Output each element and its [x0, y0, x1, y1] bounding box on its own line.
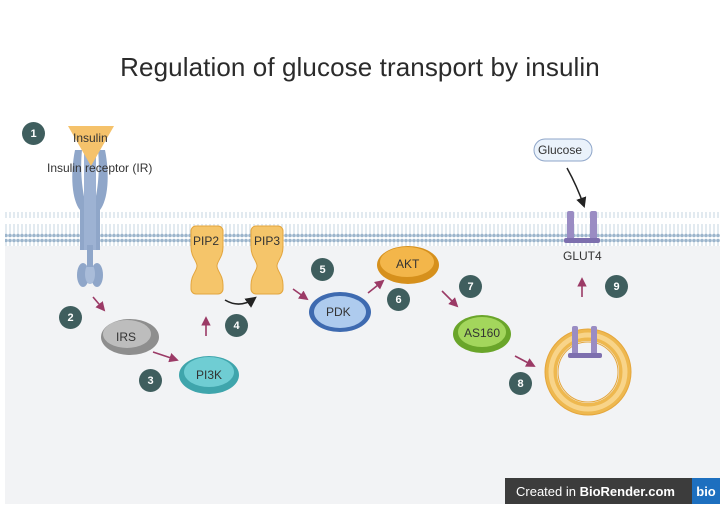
- glut4-label: GLUT4: [563, 249, 602, 263]
- arrow-as160-to-vesicle: [514, 355, 536, 367]
- insulin-receptor: [72, 150, 108, 287]
- credit-prefix: Created in: [516, 483, 580, 499]
- akt-protein: [377, 246, 439, 284]
- arrow-receptor-to-irs: [92, 296, 106, 312]
- arrow-pip2-to-pip3: [224, 296, 257, 308]
- irs-label: IRS: [116, 330, 137, 344]
- akt-label: AKT: [396, 257, 420, 271]
- arrow-glucose-entry: [566, 167, 587, 208]
- glut4-transporter: [564, 211, 600, 243]
- pip3-label: PIP3: [254, 234, 281, 248]
- as160-protein: [453, 315, 511, 353]
- as160-label: AS160: [464, 326, 501, 340]
- arrow-irs-to-pi3k: [152, 351, 179, 363]
- step-badge-9: 9: [605, 275, 628, 298]
- step-badge-6: 6: [387, 288, 410, 311]
- pip3-lipid: [250, 225, 284, 295]
- pip2-label: PIP2: [193, 234, 220, 248]
- glucose-molecule: [533, 138, 593, 162]
- insulin-label: Insulin: [73, 131, 108, 145]
- insulin-molecule: [68, 126, 114, 166]
- step-badge-4: 4: [225, 314, 248, 337]
- arrow-pdk-to-akt: [367, 279, 385, 294]
- credit-text: Created in BioRender.com: [505, 484, 692, 499]
- pdk-protein: [309, 292, 371, 332]
- pip2-lipid: [190, 225, 224, 295]
- credit-brand: BioRender.com: [579, 483, 675, 499]
- biorender-logo: bio: [692, 478, 720, 504]
- step-badge-8: 8: [509, 372, 532, 395]
- step-badge-3: 3: [139, 369, 162, 392]
- cytoplasm-region: [5, 218, 720, 504]
- step-badge-5: 5: [311, 258, 334, 281]
- glucose-label: Glucose: [538, 143, 583, 157]
- receptor-label: Insulin receptor (IR): [47, 161, 153, 175]
- step-badge-7: 7: [459, 275, 482, 298]
- irs-protein: [101, 319, 159, 355]
- pi3k-protein: [179, 356, 239, 394]
- pdk-label: PDK: [326, 305, 351, 319]
- glut4-vesicle: [544, 326, 632, 416]
- arrow-pip3-to-pdk: [292, 288, 309, 301]
- step-badge-1: 1: [22, 122, 45, 145]
- diagram-title: Regulation of glucose transport by insul…: [120, 52, 600, 82]
- step-badge-2: 2: [59, 306, 82, 329]
- biorender-credit[interactable]: Created in BioRender.com bio: [505, 478, 720, 504]
- pi3k-label: PI3K: [196, 368, 223, 382]
- plasma-membrane: [5, 212, 720, 246]
- arrow-akt-to-as160: [441, 290, 459, 308]
